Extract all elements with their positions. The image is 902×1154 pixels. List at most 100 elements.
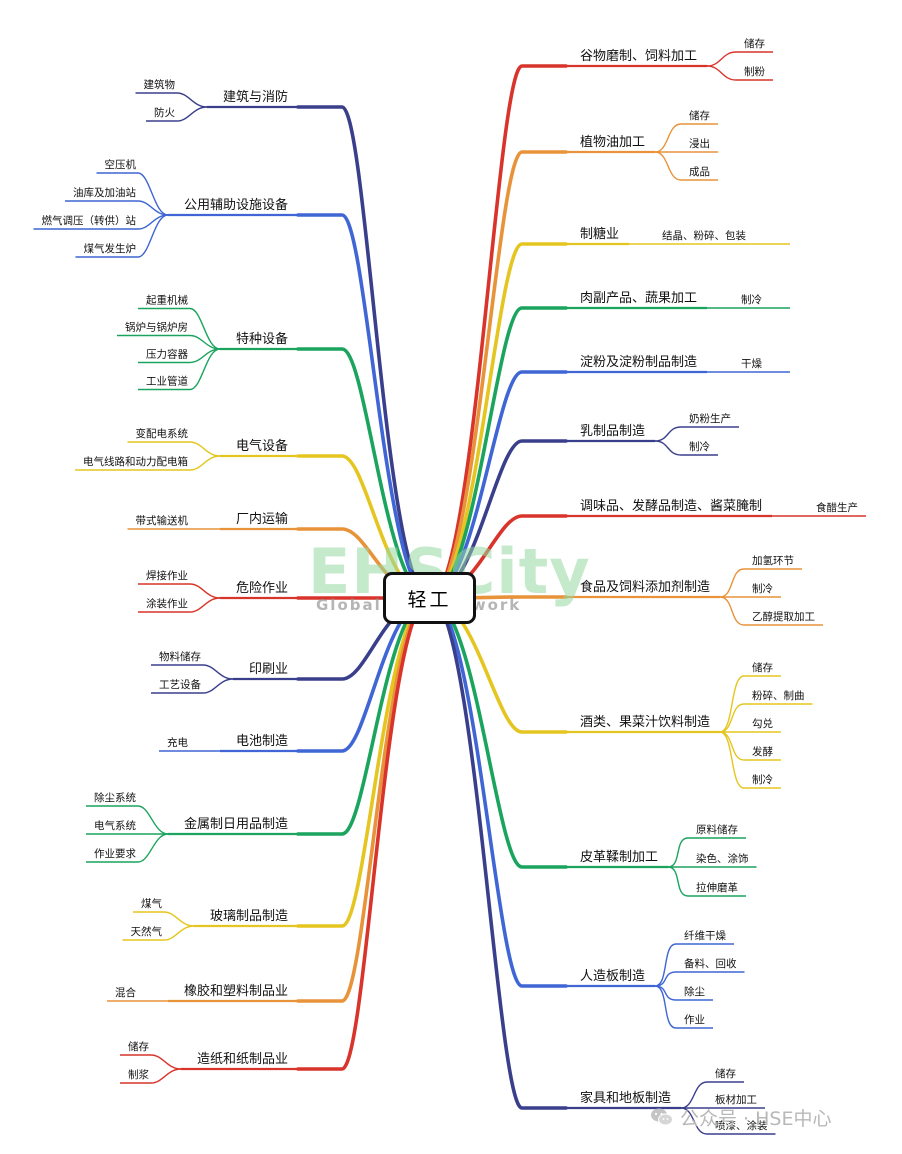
root-node: 轻工 xyxy=(383,572,476,624)
leaf-line xyxy=(119,1068,182,1084)
leaf-line xyxy=(127,441,221,457)
branch-label: 食品及饲料添加剂制造 xyxy=(580,579,710,595)
leaf-label: 压力容器 xyxy=(146,348,188,361)
branch-label: 建筑与消防 xyxy=(223,89,288,105)
leaf-label: 电气系统 xyxy=(94,819,136,832)
leaf-line xyxy=(719,568,802,598)
leaf-line xyxy=(75,214,169,258)
leaf-label: 储存 xyxy=(715,1067,736,1080)
leaf-label: 焊接作业 xyxy=(146,569,188,582)
leaf-label: 奶粉生产 xyxy=(689,412,731,425)
leaf-line xyxy=(64,200,169,216)
leaf-line xyxy=(145,106,208,122)
leaf-label: 纤维干燥 xyxy=(684,929,726,942)
leaf-label: 制冷 xyxy=(689,440,710,453)
leaf-label: 乙醇提取加工 xyxy=(752,610,815,623)
branch-label: 电气设备 xyxy=(236,438,288,454)
leaf-line xyxy=(667,866,746,897)
branch-label: 公用辅助设施设备 xyxy=(184,197,288,213)
branch-line xyxy=(296,105,432,600)
leaf-label: 煤气发生炉 xyxy=(83,242,136,255)
leaf-line xyxy=(654,971,745,987)
leaf-label: 制冷 xyxy=(741,293,762,306)
leaf-label: 起重机械 xyxy=(146,294,188,307)
leaf-label: 物料储存 xyxy=(159,650,201,663)
leaf-line xyxy=(74,455,221,471)
leaf-line xyxy=(116,334,221,350)
leaf-label: 混合 xyxy=(115,986,136,999)
leaf-label: 电气线路和动力配电箱 xyxy=(83,455,188,468)
leaf-line xyxy=(706,65,773,81)
leaf-label: 粉碎、制曲 xyxy=(752,689,805,702)
leaf-label: 板材加工 xyxy=(715,1093,757,1106)
leaf-line xyxy=(654,985,713,1029)
branch-label: 制糖业 xyxy=(580,226,619,242)
leaf-line xyxy=(119,1054,182,1070)
leaf-label: 带式输送机 xyxy=(135,514,188,527)
branch-label: 玻璃制品制造 xyxy=(210,909,288,924)
leaf-label: 备料、回收 xyxy=(684,957,737,970)
leaf-label: 煤气 xyxy=(141,897,162,910)
leaf-line xyxy=(122,925,195,941)
leaf-line xyxy=(719,596,823,626)
leaf-label: 涂装作业 xyxy=(146,597,188,610)
leaf-label: 天然气 xyxy=(130,925,162,938)
leaf-label: 加氢环节 xyxy=(752,554,794,567)
leaf-line xyxy=(667,837,746,868)
leaf-label: 制冷 xyxy=(752,582,773,595)
leaf-line xyxy=(135,92,208,108)
leaf-line xyxy=(706,51,773,67)
leaf-label: 发酵 xyxy=(752,745,773,758)
leaf-line xyxy=(137,348,221,391)
branch-label: 酒类、果菜汁饮料制造 xyxy=(580,715,710,730)
leaf-label: 结晶、粉碎、包装 xyxy=(662,229,746,242)
leaf-line xyxy=(132,911,195,927)
leaf-line xyxy=(85,833,169,863)
branch-label: 谷物磨制、饲料加工 xyxy=(580,49,697,64)
leaf-line xyxy=(85,805,169,835)
leaf-label: 储存 xyxy=(689,109,710,122)
leaf-label: 建筑物 xyxy=(143,78,175,91)
leaf-label: 防火 xyxy=(154,106,175,119)
leaf-label: 燃气调压（转供）站 xyxy=(41,214,136,227)
leaf-label: 作业要求 xyxy=(94,848,136,860)
branch-label: 造纸和纸制品业 xyxy=(197,1052,288,1067)
leaf-label: 储存 xyxy=(744,37,765,50)
leaf-line xyxy=(150,678,234,694)
leaf-line xyxy=(654,440,718,456)
footer: 公众号 · HSE中心 xyxy=(650,1102,831,1132)
leaf-line xyxy=(654,151,718,181)
leaf-label: 工业管道 xyxy=(146,375,188,388)
leaf-label: 空压机 xyxy=(104,158,136,171)
leaf-label: 储存 xyxy=(752,661,773,674)
leaf-label: 锅炉与锅炉房 xyxy=(125,321,188,334)
leaf-label: 拉伸磨革 xyxy=(696,881,738,894)
leaf-label: 作业 xyxy=(684,1014,705,1026)
branch-label: 电池制造 xyxy=(236,734,288,749)
branch-label: 淀粉及淀粉制品制造 xyxy=(580,355,697,370)
leaf-line xyxy=(719,731,781,789)
leaf-label: 原料储存 xyxy=(696,823,738,836)
branch-label: 厂内运输 xyxy=(236,511,288,527)
leaf-label: 干燥 xyxy=(741,358,762,370)
branch-label: 危险作业 xyxy=(236,581,288,596)
footer-text: 公众号 · HSE中心 xyxy=(680,1107,832,1130)
leaf-label: 储存 xyxy=(128,1040,149,1053)
leaf-line xyxy=(137,597,221,613)
leaf-line xyxy=(137,583,221,599)
branch-label: 肉副产品、蔬果加工 xyxy=(580,291,697,306)
wechat-icon xyxy=(651,1108,673,1126)
branch-label: 皮革鞣制加工 xyxy=(580,850,658,865)
leaf-line xyxy=(137,307,221,350)
branch-label: 特种设备 xyxy=(236,331,288,347)
leaf-label: 成品 xyxy=(689,166,710,178)
branch-label: 调味品、发酵品制造、酱菜腌制 xyxy=(580,498,762,514)
leaf-label: 变配电系统 xyxy=(135,427,188,440)
leaf-label: 除尘 xyxy=(684,985,705,998)
leaf-line xyxy=(680,1107,776,1135)
branch-line xyxy=(428,596,568,988)
leaf-line xyxy=(680,1081,744,1109)
branch-line xyxy=(428,596,568,1110)
leaf-label: 染色、涂饰 xyxy=(696,852,749,865)
